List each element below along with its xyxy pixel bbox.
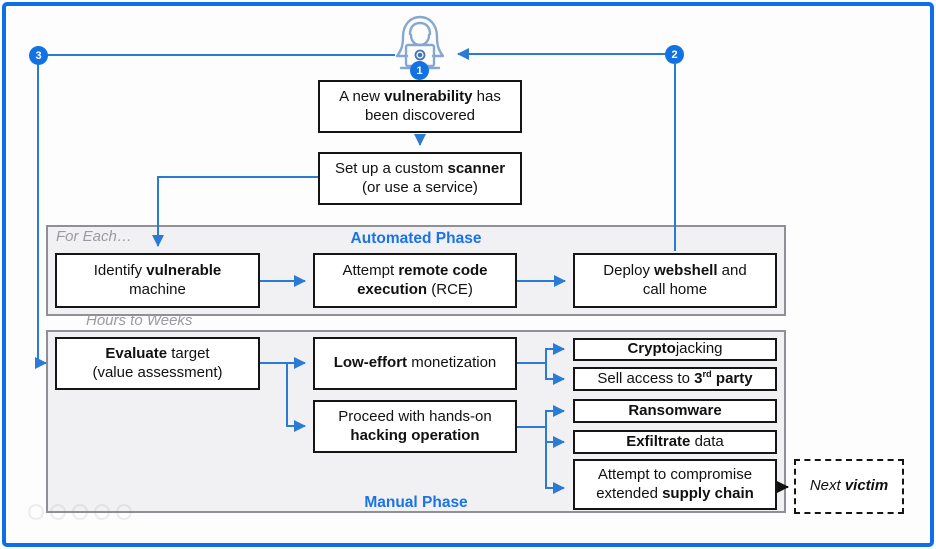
automated-phase-title: Automated Phase: [350, 230, 482, 247]
watermark: [28, 504, 132, 520]
step-badge-1: 1: [410, 61, 429, 80]
node-evaluate-target: Evaluate target(value assessment): [55, 337, 260, 390]
node-ransomware: Ransomware: [573, 399, 777, 423]
node-next-victim: Next victim: [794, 459, 904, 514]
node-cryptojacking: Cryptojacking: [573, 338, 777, 361]
step-badge-2: 2: [665, 45, 684, 64]
node-low-effort-monetization: Low-effort monetization: [313, 337, 517, 390]
hacker-hoodie-laptop-icon: [395, 15, 445, 70]
node-setup-scanner: Set up a custom scanner(or use a service…: [318, 152, 522, 205]
hours-to-weeks-label: Hours to Weeks: [86, 312, 193, 329]
for-each-label: For Each…: [56, 228, 132, 245]
manual-phase-title: Manual Phase: [364, 494, 468, 511]
node-sell-access: Sell access to 3rd party: [573, 367, 777, 391]
node-exfiltrate-data: Exfiltrate data: [573, 430, 777, 454]
step-badge-3: 3: [29, 46, 48, 65]
